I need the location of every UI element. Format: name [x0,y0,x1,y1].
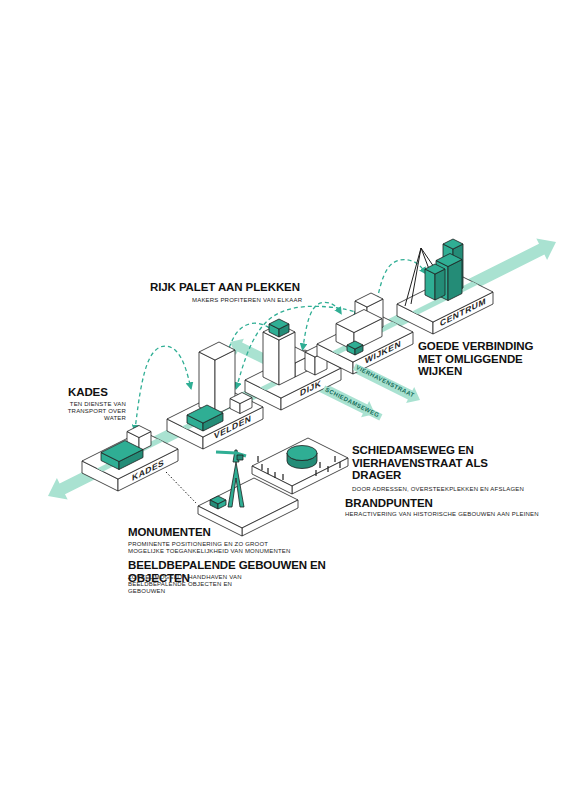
callout-note: HERACTIVERING VAN HISTORISCHE GEBOUWEN A… [345,511,560,518]
building-face [101,441,143,462]
bridge-line [405,248,421,306]
callout-heading: MONUMENTEN [128,526,248,539]
callout-heading: SCHIEDAMSEWEG EN VIERHAVENSTRAAT ALS DRA… [352,444,502,482]
person [257,456,258,462]
person [327,466,328,472]
drawing-part [263,324,295,385]
dotted-leader [166,472,196,503]
callout-heading: BRANDPUNTEN [345,497,495,510]
callout-note: DOOR ADRESSEN, OVERSTEEKPLEKKEN EN AFSLA… [352,486,557,493]
building-face [436,253,462,266]
person [267,468,268,474]
building-face [187,405,223,423]
route-arrow [48,238,556,499]
platform-face [82,431,178,479]
drawing-part [82,431,178,491]
building-face [279,332,295,385]
platform-side [242,500,298,536]
route-arrows [48,238,556,499]
callout-heading: KADES [68,386,128,399]
drawing-part [347,341,363,355]
building-face [347,341,363,349]
callout-note: PROMINENTE POSITIONERING EN ZO GROOT MOG… [128,541,303,555]
building-face [199,342,235,360]
drawing-part [269,319,289,337]
person [261,464,262,470]
monument-object [210,500,218,509]
drawing-part [336,309,382,350]
drawing-part [230,392,252,413]
callout-heading: RIJK PALET AAN PLEKKEN [150,281,370,294]
drawing-part [436,253,462,300]
street-name: SCHIEDAMSEWEG [322,386,382,421]
drawing-part [101,441,143,470]
person [282,474,283,480]
crane-legs [228,462,244,507]
monument-object [218,500,226,509]
building-face [425,264,445,274]
callout-note: MAKERS PROFITEREN VAN ELKAAR [192,297,322,304]
person [319,462,320,468]
person [315,470,316,476]
building-face [269,319,289,329]
callout-heading: BEELDBEPALENDE GEBOUWEN EN OBJECTEN [128,559,388,584]
platform-node: VELDEN [167,389,263,449]
drawing-part [187,405,223,431]
street-name: VIERHAVENSTRAAT [353,363,417,400]
tank-top [287,446,317,461]
person [339,462,340,468]
building-face [355,293,383,307]
drawing-part [405,248,447,306]
person [334,456,335,462]
platform-node: WIJKEN [317,314,413,374]
building-face [127,426,151,438]
building-face [443,239,463,249]
callout-heading: GOEDE VERBINDING MET OMLIGGENDE WIJKEN [418,340,560,378]
crane-boom [216,452,236,453]
crane-cab [237,455,243,460]
person [274,472,275,478]
people [258,456,340,480]
building-face [336,309,382,332]
callout-note: ZOVEEL MOGELIJK HANDHAVEN VAN BEELDBEPAL… [128,574,253,596]
monumenten-platform [198,450,298,536]
callout-note: TEN DIENSTE VAN TRANSPORT OVER WATER [46,401,126,423]
platform-node: KADES [82,431,178,491]
building-face [263,332,279,385]
drawing-part [425,264,445,300]
bridge-line [411,248,421,304]
platform-node: CENTRUM [397,274,493,334]
